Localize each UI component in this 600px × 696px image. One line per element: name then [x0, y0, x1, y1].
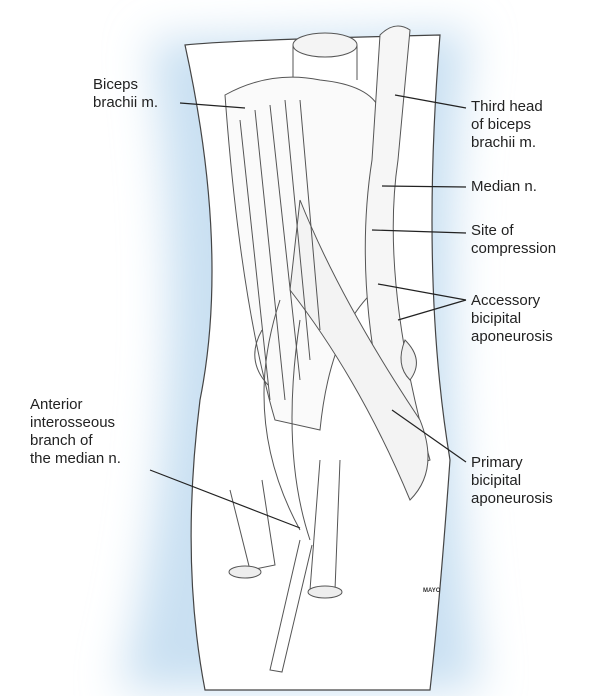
label-site-of-compression: Site of compression [471, 222, 557, 257]
label-median-nerve: Median n. [471, 178, 537, 195]
label-primary-aponeurosis: Primary bicipital aponeurosis [471, 454, 553, 507]
label-accessory-aponeurosis: Accessory bicipital aponeurosis [471, 292, 553, 345]
leader-lines [149, 94, 467, 529]
label-biceps-brachii: Biceps brachii m. [93, 76, 159, 111]
muscles [224, 25, 431, 673]
mayo-mark: MAYO [423, 588, 441, 594]
label-third-head: Third head of biceps brachii m. [471, 98, 543, 151]
label-anterior-interosseous: Anterior interosseous branch of the medi… [30, 396, 121, 467]
